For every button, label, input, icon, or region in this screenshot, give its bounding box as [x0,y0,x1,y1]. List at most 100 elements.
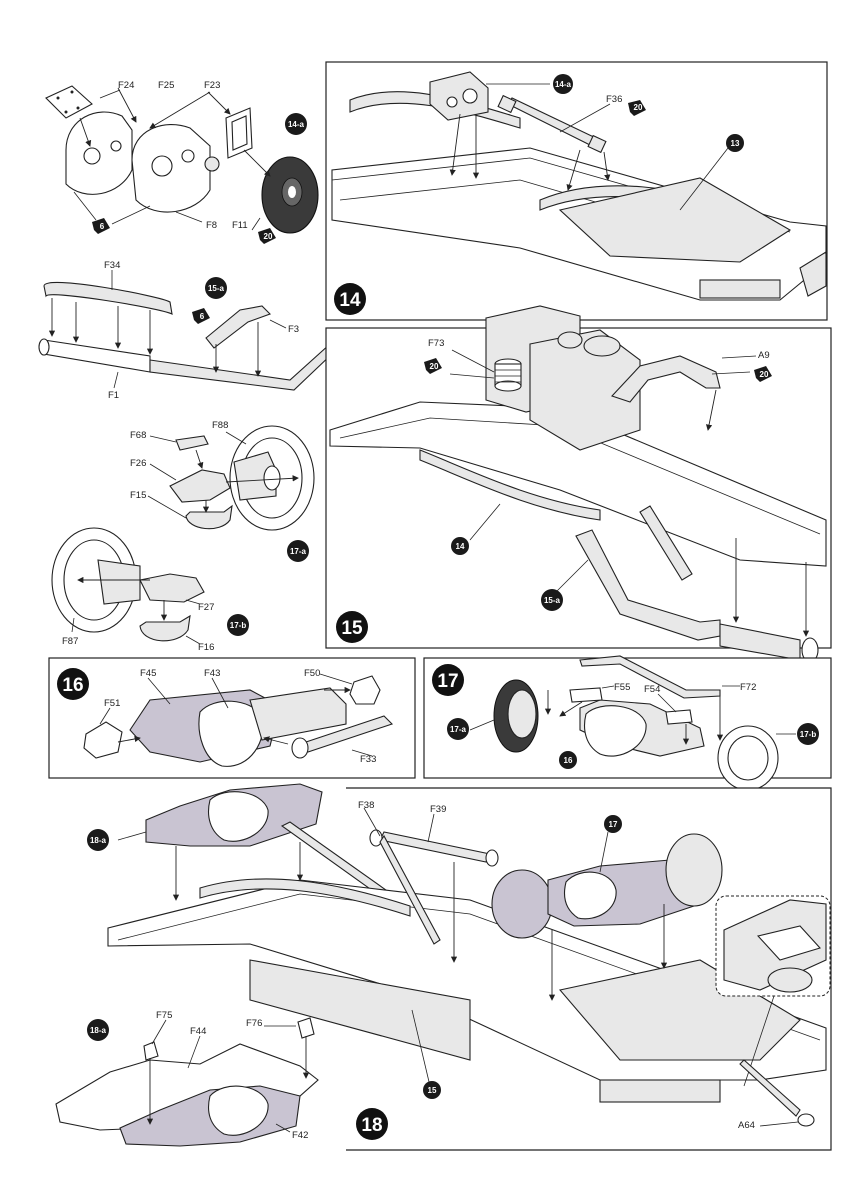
svg-text:17-b: 17-b [800,730,817,739]
step-18-panel: F38 F39 A64 18-a 17 15 18 [87,783,832,1151]
step-16-panel: F45 F43 F50 F51 F33 16 [48,657,416,779]
svg-text:14-a: 14-a [288,120,305,129]
label-F72: F72 [740,682,756,693]
label-F23: F23 [204,80,220,91]
step-number-16: 16 [57,668,89,700]
label-A64: A64 [738,1120,755,1131]
part-F55 [569,687,603,703]
badge-18-a-top: 18-a [87,829,109,851]
label-F39: F39 [430,804,446,815]
svg-text:15: 15 [428,1086,437,1095]
label-F55: F55 [614,682,630,693]
svg-text:6: 6 [100,222,105,231]
label-F26: F26 [130,458,146,469]
step-15-leaf-spring [419,449,601,521]
part-F3-bracket [205,305,271,349]
label-F36: F36 [606,94,622,105]
star-20-step14: 20 [628,100,646,116]
label-F73: F73 [428,338,444,349]
part-F15-shoe [185,504,233,530]
star-20-F73: 20 [424,358,442,374]
label-F27: F27 [198,602,214,613]
svg-text:17: 17 [437,671,458,692]
label-F51: F51 [104,698,120,709]
step-18-rear-drum-left [491,869,553,939]
label-F42: F42 [292,1130,308,1141]
step-number-17: 17 [432,664,464,696]
label-F68: F68 [130,430,146,441]
badge-14-a-left: 14-a [285,113,307,135]
part-A9-intake [611,355,721,403]
svg-text:17-b: 17-b [230,621,247,630]
svg-text:20: 20 [264,232,273,241]
svg-text:18: 18 [361,1115,382,1136]
svg-text:14-a: 14-a [555,80,572,89]
part-F16-shoe [139,614,191,642]
part-F34-heatshield [43,282,173,315]
step-15-exhaust-pipe [575,529,721,641]
part-F75 [143,1041,159,1061]
svg-text:17-a: 17-a [290,547,307,556]
step-18-radiator [599,1079,721,1103]
badge-18-a-bottom: 18-a [87,1019,109,1041]
step-15-chassis [329,401,827,567]
label-F15: F15 [130,490,146,501]
step-14-radiator [699,279,781,299]
label-F50: F50 [304,668,320,679]
step-14-engine [558,177,792,263]
step-number-18: 18 [356,1108,388,1140]
svg-text:15: 15 [341,618,363,639]
svg-text:17-a: 17-a [450,725,467,734]
step-15-engine [529,329,641,451]
label-F33: F33 [360,754,376,765]
part-F73-coil [494,358,522,392]
svg-text:15-a: 15-a [544,596,561,605]
step-18-rear-drum-right [665,833,723,907]
svg-text:14: 14 [456,542,465,551]
label-F54: F54 [644,684,660,695]
part-F26-hub [169,469,231,503]
svg-text:18-a: 18-a [90,836,107,845]
star-20-left-top: 20 [258,228,276,244]
badge-17-b-step17: 17-b [797,723,819,745]
part-F24-plate [45,85,93,119]
part-F11-drum [261,156,319,234]
part-F44-axle-half [55,1043,319,1131]
badge-15-step18: 15 [423,1081,441,1099]
label-F75: F75 [156,1010,172,1021]
step-14-leaf-spring-top [349,91,521,129]
svg-text:14: 14 [339,290,361,311]
star-6-left-top: 6 [92,218,110,234]
star-20-A9: 20 [754,366,772,382]
step-18-leaf-spring [199,878,411,917]
part-exhaust-pipe [149,339,357,391]
svg-text:13: 13 [731,139,740,148]
label-F11: F11 [232,220,248,231]
step-number-15: 15 [336,611,368,643]
sub-assembly-17-b: F27 F16 F87 17-b [51,527,249,653]
label-F88: F88 [212,420,228,431]
badge-13: 13 [726,134,744,152]
svg-text:16: 16 [62,675,83,696]
part-A64-cable [739,1059,801,1117]
part-F51 [83,721,123,759]
badge-17-a-step17: 17-a [447,718,469,740]
sub-assembly-18-a: F75 F44 F76 F42 18-a [55,1010,319,1147]
sub-assembly-17-a: F68 F88 F26 F15 17-a [130,420,315,562]
star-6-left-mid: 6 [192,308,210,324]
badge-15-a-bottom: 15-a [541,589,563,611]
badge-14-a-top: 14-a [553,74,573,94]
part-F76 [297,1017,315,1039]
badge-17-a-left: 17-a [287,540,309,562]
label-F16: F16 [198,642,214,653]
svg-text:6: 6 [200,312,205,321]
step-15-panel: F73 A9 20 20 14 15-a 15 [325,305,832,663]
label-F45: F45 [140,668,156,679]
step-14-panel: F36 14-a 20 13 14 [325,61,828,321]
part-F50 [349,675,381,705]
step-17-panel: F55 F72 F54 17-a 17-b 16 17 [423,655,832,791]
label-F44: F44 [190,1026,206,1037]
svg-text:16: 16 [564,756,573,765]
